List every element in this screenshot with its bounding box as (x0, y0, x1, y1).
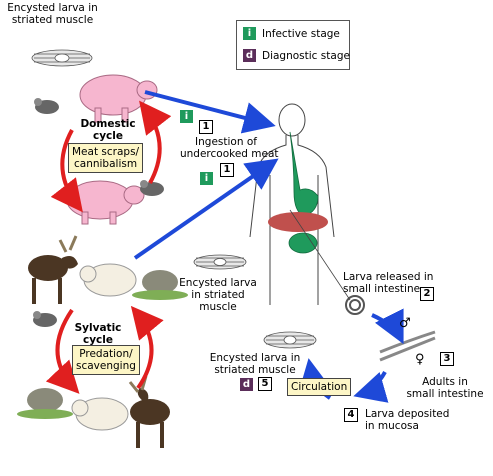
box-circulation: Circulation (287, 378, 352, 396)
worm-coiled-larva (345, 295, 365, 315)
rat-domestic-right (140, 180, 164, 196)
moose-bottom (128, 375, 170, 448)
arrow-sylvatic-to-human (133, 158, 279, 260)
label-encysted-middle: Encysted larva in striated muscle (179, 277, 257, 313)
label-encysted-bottom: Encysted larva in striated muscle (209, 352, 301, 376)
box-meat-scraps: Meat scraps/ cannibalism (68, 143, 144, 173)
stage-number-1b: 1 (220, 163, 234, 177)
pig-top (79, 74, 158, 123)
stage-number-1a: 1 (199, 120, 213, 134)
stage-number-3: 3 (440, 352, 454, 366)
label-adults: Adults in small intestine (406, 376, 484, 400)
label-domestic-cycle: Domestic cycle (80, 118, 136, 142)
legend-diagnostic-badge: d (243, 49, 256, 62)
boar-bottom (17, 388, 73, 419)
arrow-domestic-cycle-right (139, 100, 172, 184)
female-symbol: ♀ (415, 352, 425, 367)
rat-sylvatic (33, 311, 57, 327)
digestive-tract (288, 131, 319, 254)
moose-top (28, 235, 78, 304)
label-larva-deposited: Larva deposited in mucosa (365, 408, 450, 432)
muscle-tissue-bottom (263, 331, 317, 349)
badge-diagnostic: d (240, 378, 253, 391)
arrow-sylvatic-cycle-left (45, 308, 80, 394)
arrow-domestic-to-human (144, 90, 276, 134)
label-ingestion: Ingestion of undercooked meat (180, 136, 279, 160)
badge-infective-1: i (180, 110, 193, 123)
muscle-tissue-top (31, 49, 93, 67)
legend-diagnostic-label: Diagnostic stage (262, 50, 350, 62)
polar-bear-bottom (71, 397, 129, 431)
pointer-line (289, 209, 351, 301)
boar-top (132, 270, 188, 300)
arrow-adults-to-mucosa (353, 371, 389, 403)
box-predation: Predation/ scavenging (72, 345, 140, 375)
pig-bottom (66, 180, 145, 225)
legend-infective-badge: i (243, 27, 256, 40)
legend: i Infective stage d Diagnostic stage (236, 20, 350, 70)
label-sylvatic-cycle: Sylvatic cycle (74, 322, 122, 346)
arrow-sylvatic-cycle-right (130, 305, 164, 390)
male-symbol: ♂ (399, 316, 411, 331)
label-larva-released: Larva released in small intestine (343, 271, 434, 295)
muscle-tissue-middle (193, 254, 247, 270)
arrow-domestic-cycle-left (50, 129, 83, 213)
polar-bear-top (79, 263, 137, 297)
rat-domestic-left (34, 98, 59, 114)
stage-number-5: 5 (258, 377, 272, 391)
badge-infective-2: i (200, 172, 213, 185)
stage-number-4: 4 (344, 408, 358, 422)
legend-infective-label: Infective stage (262, 28, 340, 40)
arrow-released-to-adults (371, 308, 404, 345)
adult-worms (379, 330, 436, 362)
stage-number-2: 2 (420, 287, 434, 301)
label-encysted-top: Encysted larva in striated muscle (7, 2, 98, 26)
human-body-outline (249, 103, 335, 305)
